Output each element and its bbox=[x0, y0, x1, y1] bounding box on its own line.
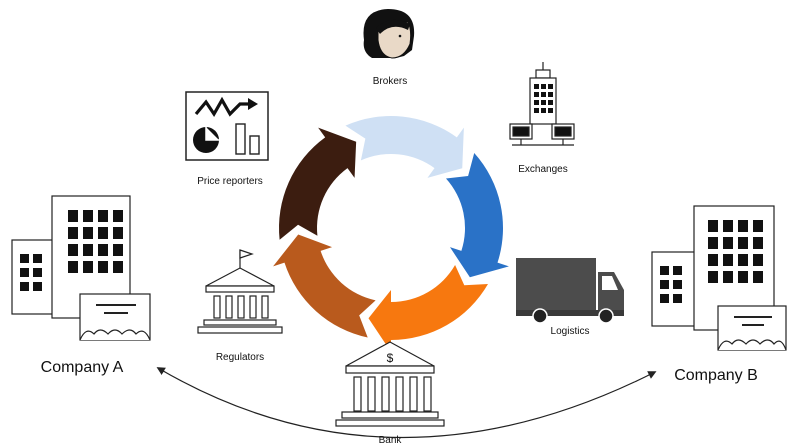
exchanges-label: Exchanges bbox=[518, 164, 567, 175]
cycle-arrow-3 bbox=[368, 265, 488, 352]
office-building-icon bbox=[651, 205, 787, 351]
cycle-arrow-5 bbox=[279, 127, 357, 240]
office-building-icon bbox=[11, 195, 151, 341]
regulators-label: Regulators bbox=[216, 352, 264, 363]
price-reporters-label: Price reporters bbox=[197, 176, 263, 187]
company-a-group: Company A bbox=[11, 195, 151, 376]
cycle-ring bbox=[273, 116, 509, 352]
truck-icon bbox=[516, 258, 624, 324]
bank-icon: $ bbox=[335, 341, 445, 427]
company-b-group: Company B bbox=[651, 205, 787, 384]
person-icon bbox=[363, 9, 415, 59]
exchanges-group: Exchanges bbox=[509, 62, 575, 175]
cycle-arrow-2 bbox=[445, 153, 509, 278]
regulators-group: Regulators bbox=[197, 249, 283, 363]
brokers-group: Brokers bbox=[363, 9, 415, 87]
brokers-label: Brokers bbox=[373, 76, 407, 87]
office-tower-computers-icon bbox=[509, 62, 575, 146]
bank-label: Bank bbox=[379, 435, 403, 446]
company-b-label: Company B bbox=[674, 367, 758, 384]
logistics-label: Logistics bbox=[551, 326, 590, 337]
cycle-arrow-1 bbox=[345, 116, 464, 178]
company-a-label: Company A bbox=[41, 359, 124, 376]
company-connection-arc bbox=[156, 367, 657, 439]
bank-dollar-sign: $ bbox=[387, 351, 394, 365]
government-building-icon bbox=[197, 249, 283, 334]
cycle-arrow-4 bbox=[273, 234, 376, 338]
bank-group: $ Bank bbox=[335, 341, 445, 446]
price-reporters-group: Price reporters bbox=[185, 91, 269, 187]
chart-board-icon bbox=[185, 91, 269, 161]
logistics-group: Logistics bbox=[516, 258, 624, 337]
